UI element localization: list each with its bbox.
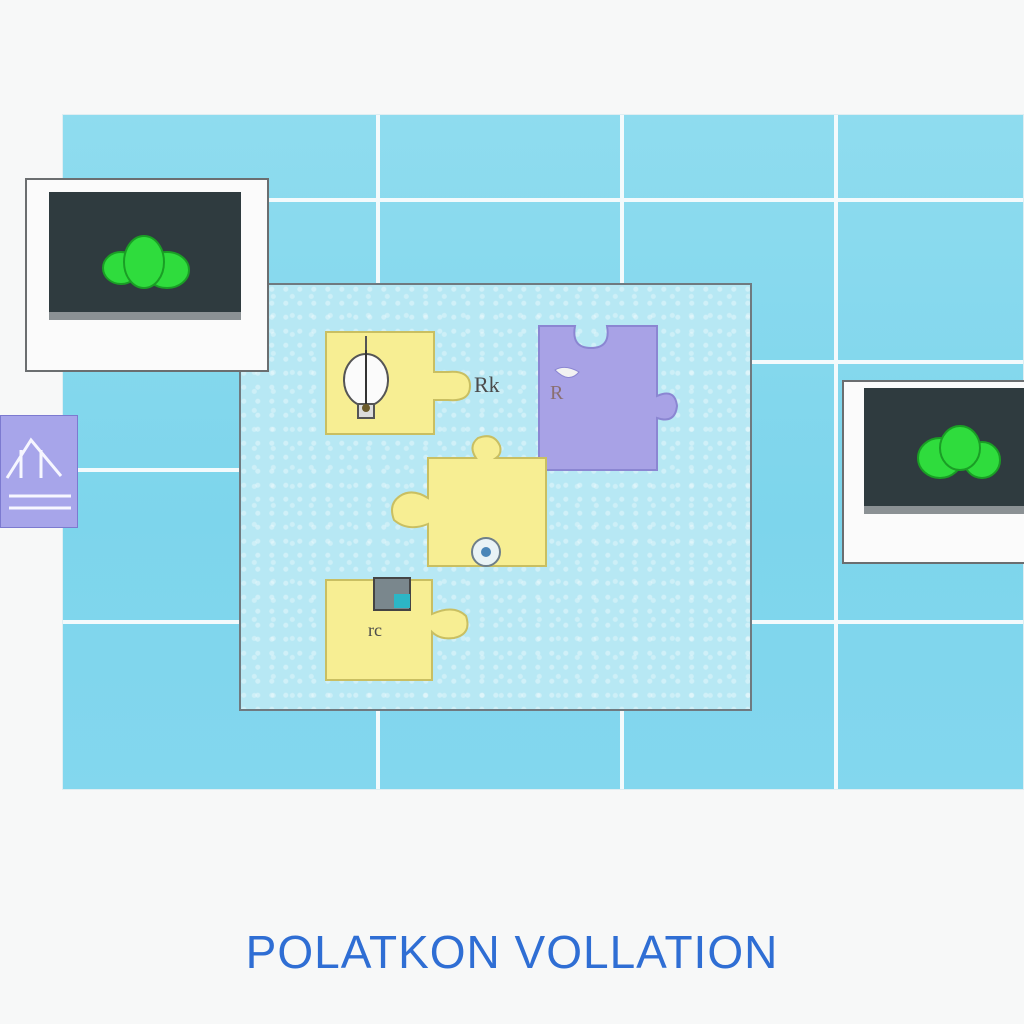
monitor-right-base bbox=[864, 506, 1024, 514]
plant-icon bbox=[102, 235, 190, 289]
device-icon bbox=[373, 577, 411, 611]
monitor-left[interactable] bbox=[25, 178, 269, 372]
lightbulb-icon bbox=[343, 336, 389, 419]
piece-label-rc: rc bbox=[368, 620, 382, 640]
piece-label-r: R bbox=[550, 382, 564, 404]
monitor-right[interactable] bbox=[842, 380, 1024, 564]
side-card-graphic bbox=[5, 437, 71, 510]
side-card[interactable] bbox=[0, 415, 78, 528]
piece-label-rk: Rk bbox=[474, 372, 500, 397]
gear-icon bbox=[471, 537, 501, 567]
monitor-left-base bbox=[49, 312, 241, 320]
monitor-right-screen bbox=[864, 388, 1024, 506]
caption-text: POLATKON VOLLATION bbox=[245, 926, 779, 978]
plant-icon bbox=[917, 425, 1001, 479]
monitor-left-screen bbox=[49, 192, 241, 312]
